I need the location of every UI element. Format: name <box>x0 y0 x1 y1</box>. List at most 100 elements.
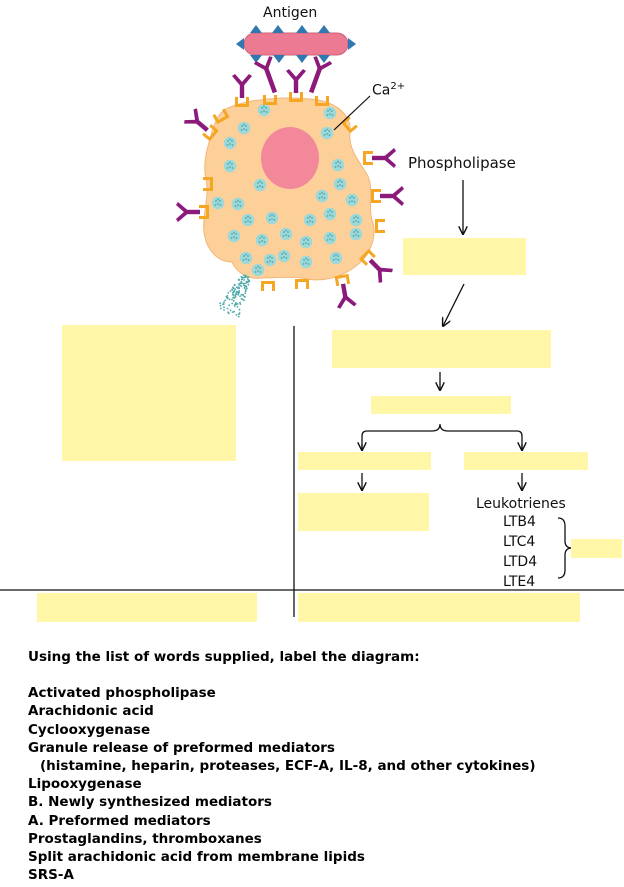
spray-dot <box>223 306 225 309</box>
spray-dot <box>226 295 229 297</box>
ige-receptor <box>341 116 358 134</box>
branch-brace <box>361 423 523 450</box>
ige-receptor <box>375 219 385 233</box>
ige-receptor <box>184 108 219 142</box>
spray-dot <box>246 287 248 290</box>
granule <box>239 251 253 265</box>
granule <box>253 178 267 192</box>
granule <box>333 177 347 191</box>
instructions-title: Using the list of words supplied, label … <box>28 649 420 665</box>
label-box-newly-synthesized[interactable] <box>298 593 580 622</box>
antibody <box>380 186 404 206</box>
lt-item: LTB4 <box>503 514 536 530</box>
spray-dot <box>244 288 247 291</box>
spray-dot <box>223 301 225 303</box>
spray-dot <box>227 292 230 294</box>
mast-cell-diagram <box>0 25 624 617</box>
calcium-pointer <box>333 95 371 131</box>
ige-receptor <box>263 95 277 105</box>
nucleus <box>261 127 319 189</box>
label-box-cyclooxygenase[interactable] <box>298 452 431 470</box>
granule <box>279 227 293 241</box>
granule <box>299 235 313 249</box>
granule <box>349 227 363 241</box>
word-list-item: (histamine, heparin, proteases, ECF-A, I… <box>40 758 536 775</box>
granule <box>277 249 291 263</box>
granule <box>320 126 334 140</box>
spray-dot <box>238 290 241 292</box>
spray-dot <box>239 284 241 286</box>
label-box-activated-phospholipase[interactable] <box>403 238 526 275</box>
granule <box>303 213 317 227</box>
spray-dot <box>235 290 238 293</box>
granule <box>223 159 237 173</box>
instructions: Using the list of words supplied, label … <box>28 648 618 884</box>
spray-dot <box>243 286 246 289</box>
label-box-arachidonic-acid[interactable] <box>371 396 511 414</box>
label-box-prostaglandins[interactable] <box>298 493 429 531</box>
granule <box>241 213 255 227</box>
spray-dot <box>237 293 240 296</box>
granule <box>323 106 337 120</box>
spray-dot <box>246 278 249 280</box>
spray-dot <box>237 278 240 281</box>
spray-dot <box>226 297 229 300</box>
label-box-srs-a[interactable] <box>571 539 622 558</box>
spray-dot <box>237 292 240 295</box>
spray-dot <box>247 283 250 286</box>
label-box-lipooxygenase[interactable] <box>464 452 588 470</box>
crosslinked-antibody <box>253 56 278 94</box>
spray-dot <box>226 307 229 310</box>
word-list-item: A. Preformed mediators <box>28 812 211 829</box>
granule <box>329 251 343 265</box>
spray-dot <box>234 303 237 306</box>
spray-dot <box>242 294 245 297</box>
ige-receptor <box>334 273 357 309</box>
leukotrienes-label: Leukotrienes <box>476 496 566 512</box>
leukotriene-brace <box>557 517 573 579</box>
spray-dot <box>237 315 240 318</box>
label-box-granule-release[interactable] <box>62 325 236 461</box>
calcium-text: Ca <box>372 82 391 99</box>
spray-dot <box>237 283 240 286</box>
spray-dot <box>240 280 243 283</box>
spray-dot <box>243 299 245 302</box>
granule <box>315 189 329 203</box>
spray-dot <box>244 282 246 285</box>
spray-dot <box>240 285 243 288</box>
arrow-to-membrane-lipids <box>443 283 465 326</box>
spray-dot <box>233 284 236 287</box>
spray-dot <box>240 278 243 281</box>
spray-dot <box>231 293 234 296</box>
word-list-item: SRS-A <box>28 867 74 884</box>
spray-dot <box>245 280 248 283</box>
ige-receptor <box>315 96 329 106</box>
spray-dot <box>231 298 233 301</box>
phospholipase-label: Phospholipase <box>408 154 516 172</box>
spray-dot <box>240 293 243 296</box>
antigen-molecule <box>236 25 356 63</box>
ige-receptor <box>232 74 252 107</box>
lt-item: LTE4 <box>503 574 536 590</box>
granule <box>223 136 237 150</box>
word-list-item: Arachidonic acid <box>28 703 154 720</box>
spray-dot <box>241 298 244 301</box>
granule <box>237 121 251 135</box>
word-list-item: Granule release of preformed mediators <box>28 739 335 756</box>
spray-dot <box>229 290 232 292</box>
ige-receptor <box>261 281 275 291</box>
granule <box>263 253 277 267</box>
word-list-item: Activated phospholipase <box>28 685 216 702</box>
granule <box>257 103 271 117</box>
spray-dot <box>224 299 227 302</box>
granule <box>349 213 363 227</box>
label-box-preformed-mediators[interactable] <box>37 593 257 622</box>
spray-dot <box>228 304 231 307</box>
spray-dot <box>223 309 225 311</box>
spray-dot <box>244 290 247 293</box>
antibody <box>368 258 393 283</box>
label-box-split-lipids[interactable] <box>332 330 551 368</box>
spray-dot <box>240 282 243 285</box>
calcium-label: Ca2+ <box>372 78 405 100</box>
word-list-item: Lipooxygenase <box>28 776 142 793</box>
